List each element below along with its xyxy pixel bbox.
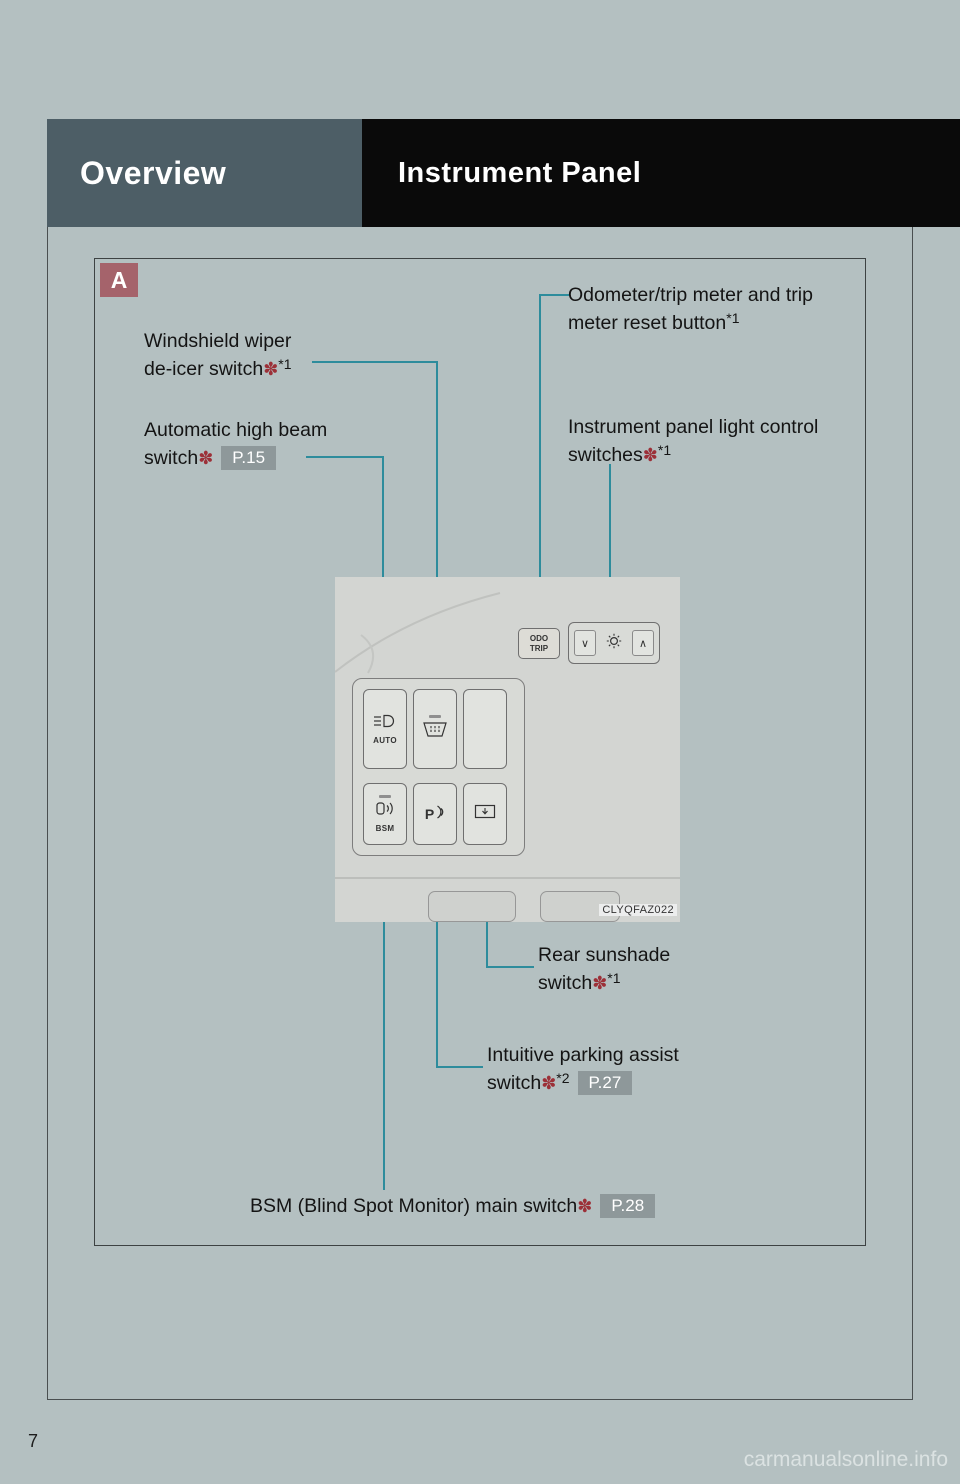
label-line: Rear sunshade	[538, 944, 671, 966]
footnote-marker: *2	[556, 1070, 570, 1086]
lower-dash-recess	[428, 891, 516, 922]
wiper-deicer-button	[413, 689, 457, 769]
dash-contour	[335, 592, 501, 674]
label-line: Instrument panel light control	[568, 416, 819, 438]
dash-seam	[335, 877, 680, 879]
rear-sunshade-button	[463, 783, 507, 845]
if-equipped-asterisk: ✽	[198, 448, 214, 468]
odo-label: ODO	[529, 633, 549, 643]
footnote-marker: *1	[607, 970, 621, 986]
auto-label: AUTO	[373, 735, 397, 745]
instrument-panel-photo: ODO TRIP ∨ ∧ AUTO	[335, 577, 680, 922]
panel-light-control-switches: ∨ ∧	[568, 622, 660, 664]
if-equipped-asterisk: ✽	[642, 445, 658, 465]
page-title: Instrument Panel	[362, 119, 960, 227]
if-equipped-asterisk: ✽	[577, 1196, 593, 1216]
label-odometer: Odometer/trip meter and trip meter reset…	[568, 281, 813, 338]
page-reference-badge: P.28	[600, 1194, 656, 1218]
panel-a-badge: A	[100, 263, 138, 297]
callout-line-sunshade	[486, 966, 534, 968]
label-high-beam: Automatic high beam switch✽ P.15	[144, 416, 327, 472]
if-equipped-asterisk: ✽	[541, 1073, 557, 1093]
wiper-deicer-icon	[422, 721, 448, 743]
page-header: Overview Instrument Panel	[47, 119, 960, 227]
label-wiper-deicer: Windshield wiper de-icer switch✽*1	[144, 327, 292, 384]
auto-high-beam-button: AUTO	[363, 689, 407, 769]
dim-button: ∨	[574, 630, 596, 656]
callout-line-parking	[436, 836, 438, 1068]
label-bsm-main-switch: BSM (Blind Spot Monitor) main switch✽ P.2…	[250, 1192, 656, 1220]
watermark: carmanualsonline.info	[743, 1448, 948, 1471]
brighten-button: ∧	[632, 630, 654, 656]
blind-spot-monitor-icon	[374, 801, 396, 821]
label-line: Odometer/trip meter and trip	[568, 284, 813, 306]
section-title-text: Overview	[80, 154, 227, 191]
callout-line-wiper-deicer	[312, 361, 438, 363]
figure-code: CLYQFAZ022	[599, 904, 677, 916]
label-sunshade: Rear sunshade switch✽*1	[538, 941, 670, 998]
trip-label: TRIP	[529, 643, 549, 653]
label-line: Intuitive parking assist	[487, 1044, 679, 1066]
callout-line-high-beam	[306, 456, 384, 458]
callout-line-parking	[436, 1066, 483, 1068]
label-line: meter reset button	[568, 312, 727, 334]
footnote-marker: *1	[726, 310, 740, 326]
label-light-control: Instrument panel light control switches✽…	[568, 413, 818, 470]
bsm-button: BSM	[363, 783, 407, 845]
bsm-label: BSM	[375, 824, 395, 833]
label-line: de-icer switch	[144, 358, 264, 380]
page-title-text: Instrument Panel	[398, 156, 642, 189]
sonar-waves-icon	[436, 804, 445, 825]
label-line: Windshield wiper	[144, 330, 292, 352]
callout-line-odometer	[539, 294, 541, 648]
section-title: Overview	[47, 119, 362, 227]
page-number: 7	[28, 1431, 39, 1451]
callout-line-light-control	[609, 464, 611, 642]
headlight-auto-icon	[372, 714, 398, 733]
label-line: Automatic high beam	[144, 419, 328, 441]
blank-switch-slot	[463, 689, 507, 769]
label-line: switch	[487, 1072, 542, 1094]
if-equipped-asterisk: ✽	[263, 359, 279, 379]
indicator-led	[379, 795, 391, 798]
indicator-led	[429, 715, 441, 718]
parking-letter: P	[424, 806, 435, 822]
footnote-marker: *1	[278, 356, 292, 372]
parking-assist-button: P	[413, 783, 457, 845]
footnote-marker: *1	[657, 442, 672, 458]
lower-dash-recess	[540, 891, 620, 922]
figure-box	[94, 258, 866, 1246]
label-line: BSM (Blind Spot Monitor) main switch	[250, 1195, 578, 1217]
label-line: switch	[144, 447, 199, 469]
label-line: switch	[538, 972, 593, 994]
switch-panel: AUTO BSM P	[352, 678, 525, 856]
callout-line-bsm	[383, 836, 385, 1190]
callout-line-wiper-deicer	[436, 361, 438, 707]
label-parking-assist: Intuitive parking assist switch✽*2 P.27	[487, 1041, 679, 1098]
label-line: switches	[568, 444, 643, 466]
brightness-dial-icon	[606, 633, 622, 654]
page-reference-badge: P.15	[221, 446, 277, 470]
callout-line-odometer	[539, 294, 569, 296]
if-equipped-asterisk: ✽	[592, 973, 608, 993]
odo-trip-button: ODO TRIP	[518, 628, 560, 659]
rear-sunshade-icon	[474, 804, 496, 824]
page-reference-badge: P.27	[577, 1071, 633, 1095]
